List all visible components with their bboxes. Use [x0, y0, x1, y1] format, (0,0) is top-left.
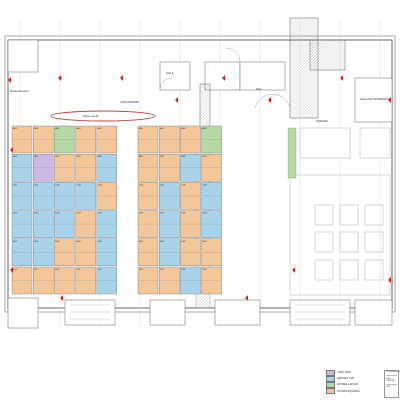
booth-number: A03 [55, 127, 60, 130]
booth-number: A02 [34, 127, 39, 130]
booth-number: D05 [98, 213, 103, 215]
booth-number: E03 [55, 241, 60, 243]
booth-number: B06 [139, 156, 144, 158]
legend: LABO WEB SECOND LAB ENTRÉE LAB MO STANDS… [326, 369, 376, 395]
booth-number: F03 [55, 269, 60, 271]
booth-number: C04 [77, 184, 82, 186]
title-block-line: PLAN GÉNÉRAL [386, 377, 395, 382]
top-rooms [7, 17, 393, 130]
legend-swatch [326, 369, 335, 376]
booth-number: A04 [77, 127, 82, 130]
legend-swatch [326, 388, 335, 395]
booth-number: C06 [139, 184, 144, 186]
legend-item: SECOND LAB [326, 375, 376, 382]
booth-number: D07 [160, 213, 165, 215]
title-block-line: 1/200 [386, 386, 391, 388]
booth-number: A09 [203, 127, 208, 130]
legend-label: LABO WEB [337, 371, 351, 375]
hall-label: HALL [256, 88, 263, 91]
booth-number: F08 [181, 269, 186, 271]
booth-number: B04 [77, 156, 82, 158]
booth-number: A08 [181, 127, 186, 130]
annotation-label: Village Lab 28 [83, 115, 99, 118]
legend-item: ENTRÉE LAB MO [326, 381, 376, 388]
green-strip [287, 127, 297, 179]
booth-number: A07 [160, 127, 165, 130]
legend-item: LABO WEB [326, 369, 376, 376]
booth-number: B02 [34, 156, 39, 158]
legend-label: STANDS ÉQUIPÉS [337, 389, 360, 393]
booth-number: B03 [55, 156, 60, 158]
booth-number: E07 [160, 241, 165, 243]
legend-swatch [326, 375, 335, 382]
booth-number: B05 [98, 156, 103, 158]
bottom-grid [70, 304, 345, 320]
reception-label: Bureau Réception [10, 90, 30, 93]
booth-number: D06 [139, 213, 144, 215]
cafe-label: CAFÉ VERDURE [120, 101, 139, 104]
booth-number: E01 [13, 241, 18, 243]
highlight-ellipse [50, 110, 156, 122]
booth-number: D03 [55, 213, 60, 215]
booth-number: E06 [139, 241, 144, 243]
legend-label: ENTRÉE LAB MO [337, 383, 359, 387]
booth-number: E09 [203, 241, 208, 243]
booth-number: F04 [77, 269, 82, 271]
booth-number: F07 [160, 269, 165, 271]
conference-label: SALLE DE CONFERENCE [360, 98, 389, 101]
booth-number: C09 [203, 184, 208, 186]
booth-number: C03 [55, 184, 60, 186]
verdure-label: VERDURE [316, 120, 328, 123]
booth-number: E05 [98, 241, 103, 243]
booth-number: B01 [13, 156, 18, 158]
booth-number: F06 [139, 269, 144, 271]
booth-number: D01 [13, 213, 18, 215]
booth-number: E04 [77, 241, 82, 243]
booth-number: D08 [181, 213, 186, 215]
title-block-line: ORGANISATEUR [386, 371, 400, 373]
legend-item: STANDS ÉQUIPÉS [326, 388, 376, 395]
booth-number: A06 [139, 127, 144, 130]
salle-label: SALLE [166, 72, 174, 75]
legend-swatch [326, 381, 335, 388]
booth-number: D04 [77, 213, 82, 215]
booth-number: C02 [34, 184, 39, 186]
booth-number: F01 [13, 269, 18, 271]
booth-number: C08 [181, 184, 186, 186]
title-block: ORGANISATEUR PLAN GÉNÉRAL 1/200 [384, 370, 400, 398]
booth-number: C07 [160, 184, 165, 186]
booth-number: D02 [34, 213, 39, 215]
booth-number: B09 [203, 156, 208, 158]
booth-number: E08 [181, 241, 186, 243]
booth-number: F09 [203, 269, 208, 271]
booth-number: F05 [98, 269, 103, 271]
right-hall [289, 127, 391, 296]
booth-number: C05 [98, 184, 103, 186]
booth-number: C01 [13, 184, 18, 186]
door-swings [159, 47, 291, 109]
booth-number: B07 [160, 156, 165, 158]
legend-label: SECOND LAB [337, 377, 354, 381]
exit-arrows [8, 75, 391, 301]
booth-number: A01 [13, 127, 18, 130]
booth-number: B08 [181, 156, 186, 158]
booth-number: D09 [203, 213, 208, 215]
bottom-structures [7, 297, 393, 329]
booth-number: E02 [34, 241, 39, 243]
booth-number: A05 [98, 127, 103, 130]
booth-number: F02 [34, 269, 39, 271]
